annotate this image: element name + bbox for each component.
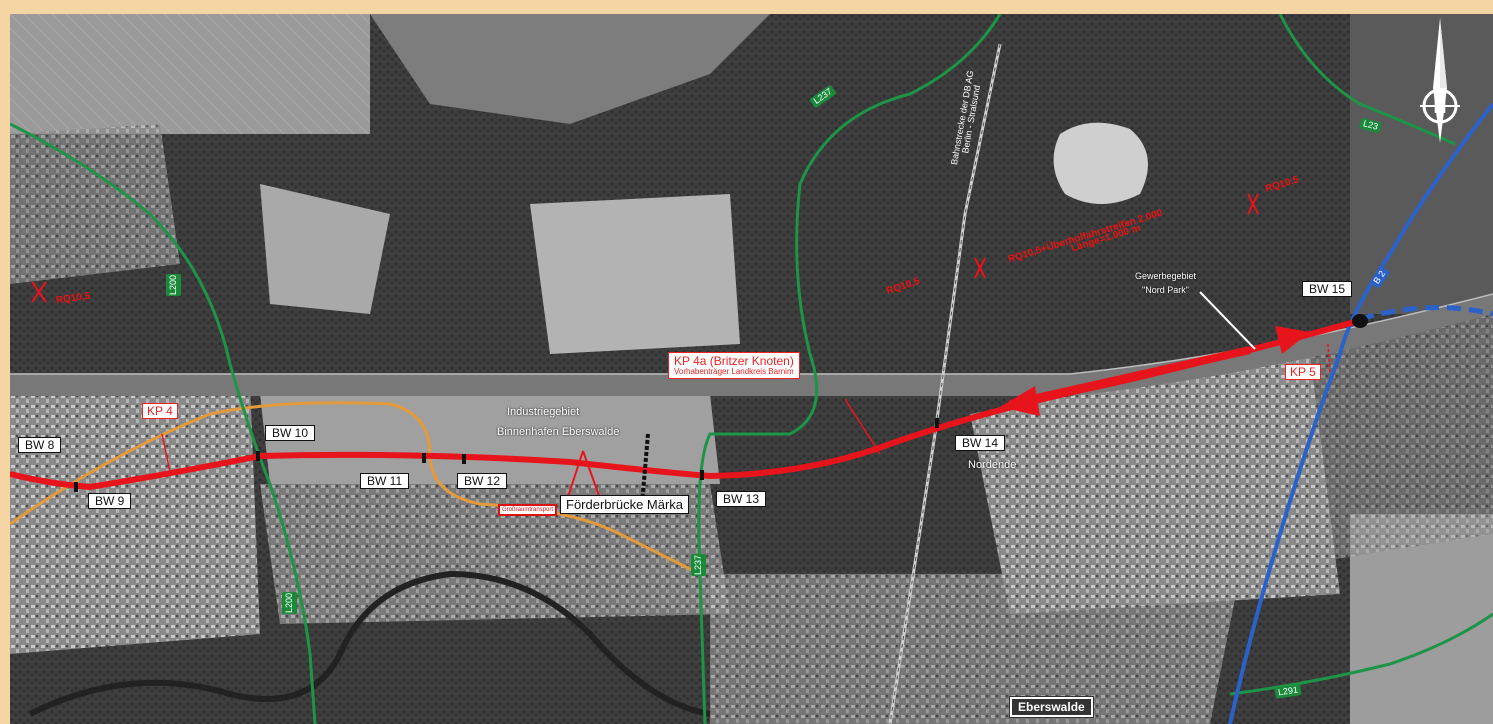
nord-park-label: "Nord Park" bbox=[1142, 285, 1189, 295]
bw10-label: BW 10 bbox=[265, 425, 316, 441]
lake bbox=[1053, 122, 1148, 204]
gewerbegebiet-label: Gewerbegebiet bbox=[1135, 271, 1197, 281]
clearing-west bbox=[260, 184, 390, 314]
orange-road bbox=[10, 401, 701, 576]
cross-section-marker-left bbox=[31, 281, 47, 303]
kp4a-subtitle: Vorhabenträger Landkreis Barnim bbox=[674, 367, 794, 376]
aerial-map[interactable] bbox=[10, 14, 1493, 724]
town-center bbox=[260, 484, 730, 624]
direction-arrow-west bbox=[1000, 346, 1251, 416]
bw9-label: BW 9 bbox=[88, 493, 132, 509]
road-label-l237-south: L237 bbox=[691, 554, 706, 577]
bw15-label: BW 15 bbox=[1302, 281, 1353, 297]
kp5-label: KP 5 bbox=[1285, 364, 1321, 380]
fields-east bbox=[1350, 14, 1493, 314]
industriegebiet-label: Industriegebiet bbox=[507, 406, 580, 418]
town-west bbox=[10, 384, 260, 654]
direction-arrow-east bbox=[1275, 326, 1310, 354]
red-tick-kp5 bbox=[1327, 343, 1331, 375]
bw8-label: BW 8 bbox=[18, 437, 62, 453]
cross-section-marker-right bbox=[1247, 193, 1259, 215]
red-tick-bw14 bbox=[844, 398, 881, 455]
bridge-markers bbox=[74, 314, 1368, 492]
kp4a-title: KP 4a (Britzer Knoten) bbox=[674, 354, 794, 368]
road-b2-planned bbox=[1359, 305, 1493, 322]
harbour-industry bbox=[260, 394, 720, 484]
town-east bbox=[1210, 314, 1493, 574]
road-label-l200-north: L200 bbox=[166, 274, 181, 297]
road-b2 bbox=[1228, 102, 1493, 724]
grossraumtransport-label: Großraumtransport bbox=[498, 504, 558, 516]
road-l237 bbox=[697, 14, 1002, 724]
kp4-label: KP 4 bbox=[142, 403, 178, 419]
bw11-label: BW 11 bbox=[360, 473, 410, 489]
map-viewport[interactable]: BW 8 BW 9 BW 10 BW 11 BW 12 BW 13 BW 14 … bbox=[10, 14, 1493, 724]
road-l23 bbox=[1278, 14, 1456, 146]
north-arrow-letter: N bbox=[1434, 97, 1447, 117]
industrial-park-north bbox=[530, 194, 740, 354]
fields-north bbox=[370, 14, 770, 124]
bw14-label: BW 14 bbox=[955, 435, 1006, 451]
fields-northwest bbox=[10, 14, 370, 134]
fields-southeast bbox=[1350, 514, 1493, 724]
oder-havel-canal bbox=[10, 294, 1493, 396]
bw12-label: BW 12 bbox=[457, 473, 508, 489]
bw13-label: BW 13 bbox=[716, 491, 767, 507]
north-arrow-icon: N bbox=[1420, 18, 1460, 143]
nordende-label: Nordende bbox=[968, 459, 1017, 471]
finow-river bbox=[28, 570, 711, 717]
kp4a-label: KP 4a (Britzer Knoten) Vorhabenträger La… bbox=[668, 352, 800, 379]
town-eberswalde-south bbox=[710, 574, 1240, 724]
eberswalde-town-label: Eberswalde bbox=[1009, 696, 1094, 718]
red-tick-kp4 bbox=[161, 433, 171, 473]
road-label-l200-south: L200 bbox=[282, 592, 297, 615]
railway-db-berlin-stralsund bbox=[888, 43, 1002, 724]
binnenhafen-label: Binnenhafen Eberswalde bbox=[497, 426, 620, 438]
town-northwest bbox=[10, 124, 180, 284]
road-l200 bbox=[10, 122, 317, 724]
cross-section-marker-mid bbox=[974, 257, 986, 279]
callout-line-nordpark bbox=[1199, 291, 1256, 350]
foerderbruecke-label: Förderbrücke Märka bbox=[560, 495, 690, 514]
